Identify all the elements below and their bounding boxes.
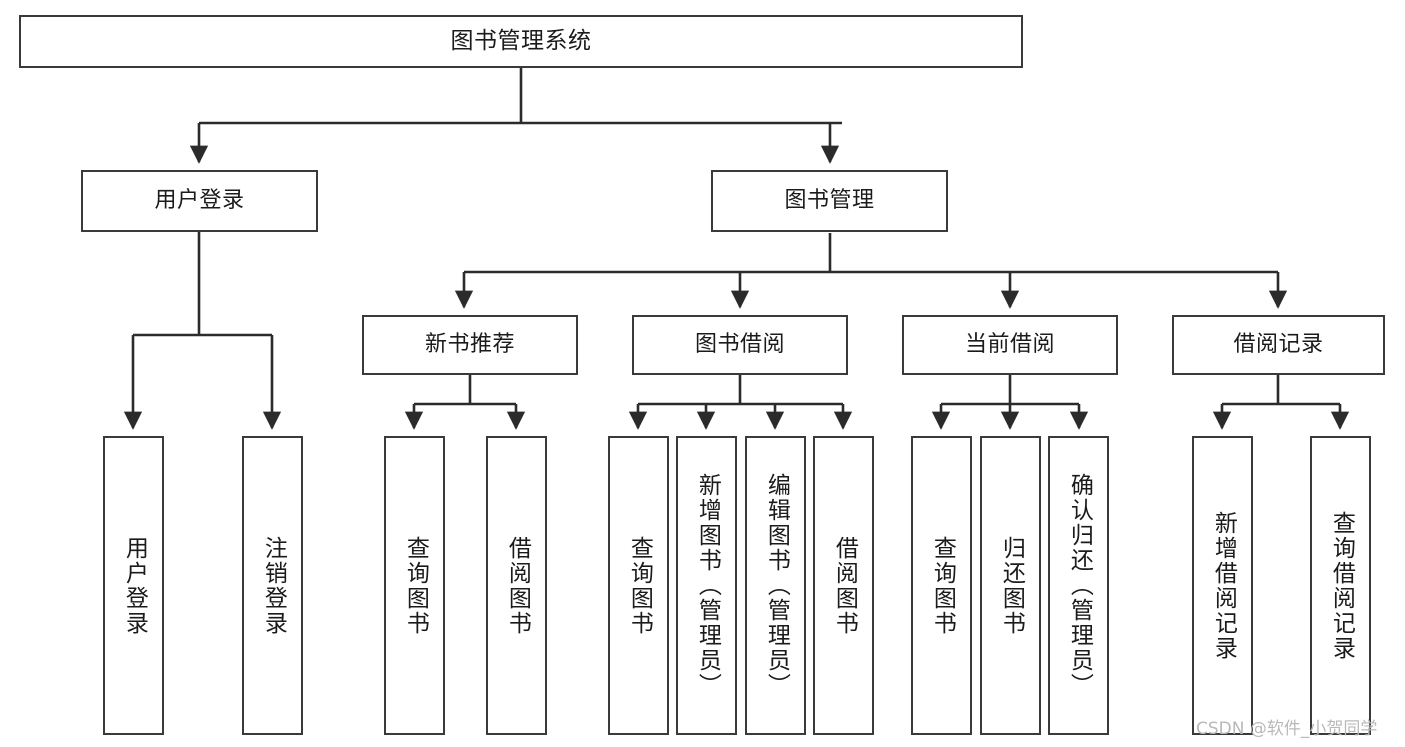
leaf-user-login-signin[interactable]: 用户登录	[103, 436, 164, 735]
node-user-login[interactable]: 用户登录	[81, 170, 318, 232]
node-book-borrow[interactable]: 图书借阅	[632, 315, 848, 375]
node-book-management[interactable]: 图书管理	[711, 170, 948, 232]
node-label: 借阅记录	[1233, 332, 1324, 358]
node-label: 确认归还（管理员）	[1066, 473, 1093, 698]
node-label: 当前借阅	[964, 332, 1055, 358]
node-label: 归还图书	[998, 535, 1025, 636]
leaf-book-borrow-edit[interactable]: 编辑图书（管理员）	[745, 436, 806, 735]
node-root-system[interactable]: 图书管理系统	[19, 15, 1023, 68]
node-label: 用户登录	[154, 188, 245, 214]
leaf-book-borrow-add[interactable]: 新增图书（管理员）	[676, 436, 737, 735]
leaf-new-book-borrow[interactable]: 借阅图书	[486, 436, 547, 735]
node-label: 查询借阅记录	[1328, 510, 1355, 661]
node-label: 借阅图书	[831, 535, 858, 636]
leaf-book-borrow-lend[interactable]: 借阅图书	[813, 436, 874, 735]
node-label: 用户登录	[121, 535, 148, 636]
node-label: 查询图书	[929, 535, 956, 636]
leaf-book-borrow-query[interactable]: 查询图书	[608, 436, 669, 735]
node-label: 图书管理	[784, 188, 875, 214]
node-label: 注销登录	[260, 535, 287, 636]
node-label: 新书推荐	[424, 332, 515, 358]
leaf-borrow-record-query[interactable]: 查询借阅记录	[1310, 436, 1371, 735]
node-label: 查询图书	[402, 535, 429, 636]
node-label: 新增图书（管理员）	[694, 473, 721, 698]
node-label: 图书管理系统	[450, 27, 592, 54]
node-current-borrow[interactable]: 当前借阅	[902, 315, 1118, 375]
node-label: 图书借阅	[694, 332, 785, 358]
leaf-current-borrow-return[interactable]: 归还图书	[980, 436, 1041, 735]
leaf-current-borrow-query[interactable]: 查询图书	[911, 436, 972, 735]
node-new-book-recommend[interactable]: 新书推荐	[362, 315, 578, 375]
leaf-user-login-signout[interactable]: 注销登录	[242, 436, 303, 735]
leaf-borrow-record-add[interactable]: 新增借阅记录	[1192, 436, 1253, 735]
leaf-current-borrow-confirm-return[interactable]: 确认归还（管理员）	[1048, 436, 1109, 735]
node-label: 编辑图书（管理员）	[763, 473, 790, 698]
node-label: 查询图书	[626, 535, 653, 636]
node-label: 借阅图书	[504, 535, 531, 636]
node-borrow-record[interactable]: 借阅记录	[1172, 315, 1385, 375]
leaf-new-book-query[interactable]: 查询图书	[384, 436, 445, 735]
node-label: 新增借阅记录	[1210, 510, 1237, 661]
